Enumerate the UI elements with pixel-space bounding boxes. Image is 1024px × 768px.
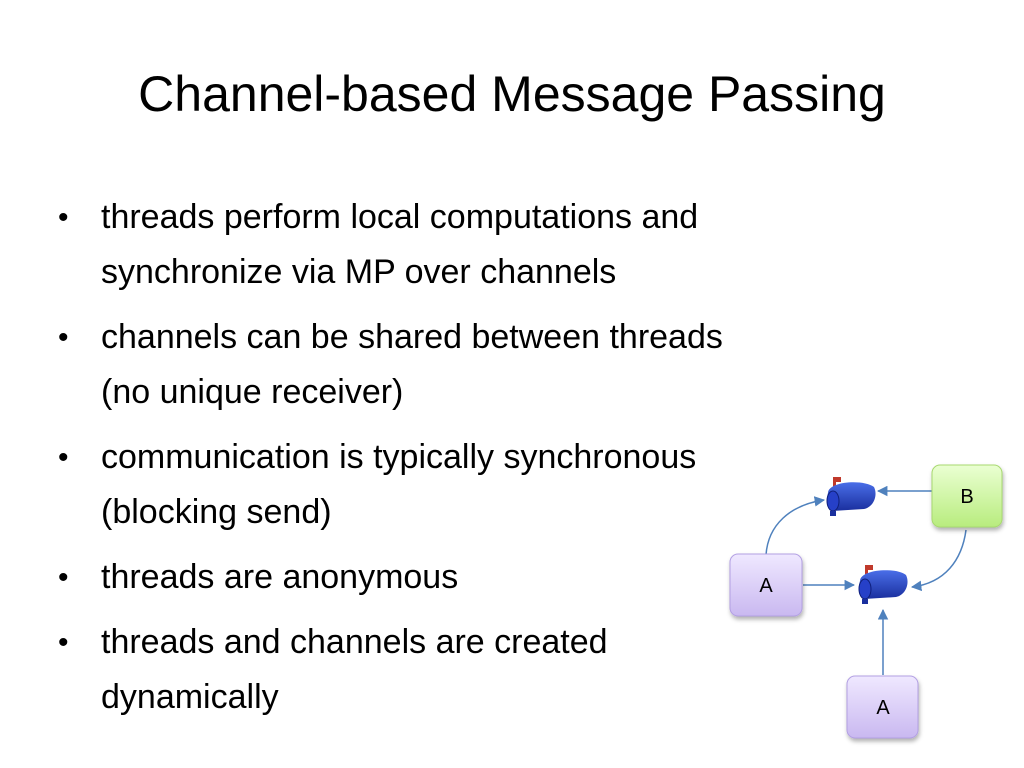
bullet-item: • threads are anonymous — [58, 550, 878, 605]
node-a-left-label: A — [759, 575, 773, 597]
bullet-line: synchronize via MP over channels — [101, 253, 617, 291]
node-b — [931, 464, 1003, 528]
arrow-a1-to-top-mailbox — [765, 496, 826, 556]
arrow-b-to-bottom-mailbox — [910, 529, 967, 592]
bullet-item: • channels can be shared between threads… — [58, 310, 878, 420]
bullet-line: threads perform local computations and — [101, 198, 699, 236]
node-a-bottom-label: A — [876, 697, 890, 719]
bullet-item: • communication is typically synchronous… — [58, 430, 878, 540]
message-passing-diagram: B A A — [729, 464, 1003, 739]
bullet-line: dynamically — [101, 678, 279, 716]
bullet-glyph: • — [58, 561, 69, 594]
bullet-line: threads are anonymous — [101, 558, 459, 596]
bullet-line: (blocking send) — [101, 493, 332, 531]
node-b-label: B — [960, 486, 973, 508]
bullet-list: • threads perform local computations and… — [58, 190, 878, 735]
bullet-line: (no unique receiver) — [101, 373, 404, 411]
mailbox-icon — [858, 565, 908, 604]
node-a-bottom — [846, 675, 919, 739]
bullet-item: • threads and channels are created dynam… — [58, 615, 878, 725]
node-a-left — [729, 553, 803, 617]
bullet-line: channels can be shared between threads — [101, 318, 723, 356]
mailbox-icon — [826, 477, 876, 516]
bullet-glyph: • — [58, 201, 69, 234]
bullet-glyph: • — [58, 441, 69, 474]
bullet-line: communication is typically synchronous — [101, 438, 697, 476]
bullet-glyph: • — [58, 626, 69, 659]
bullet-item: • threads perform local computations and… — [58, 190, 878, 300]
bullet-line: threads and channels are created — [101, 623, 608, 661]
bullet-glyph: • — [58, 321, 69, 354]
slide-title: Channel-based Message Passing — [138, 66, 886, 122]
